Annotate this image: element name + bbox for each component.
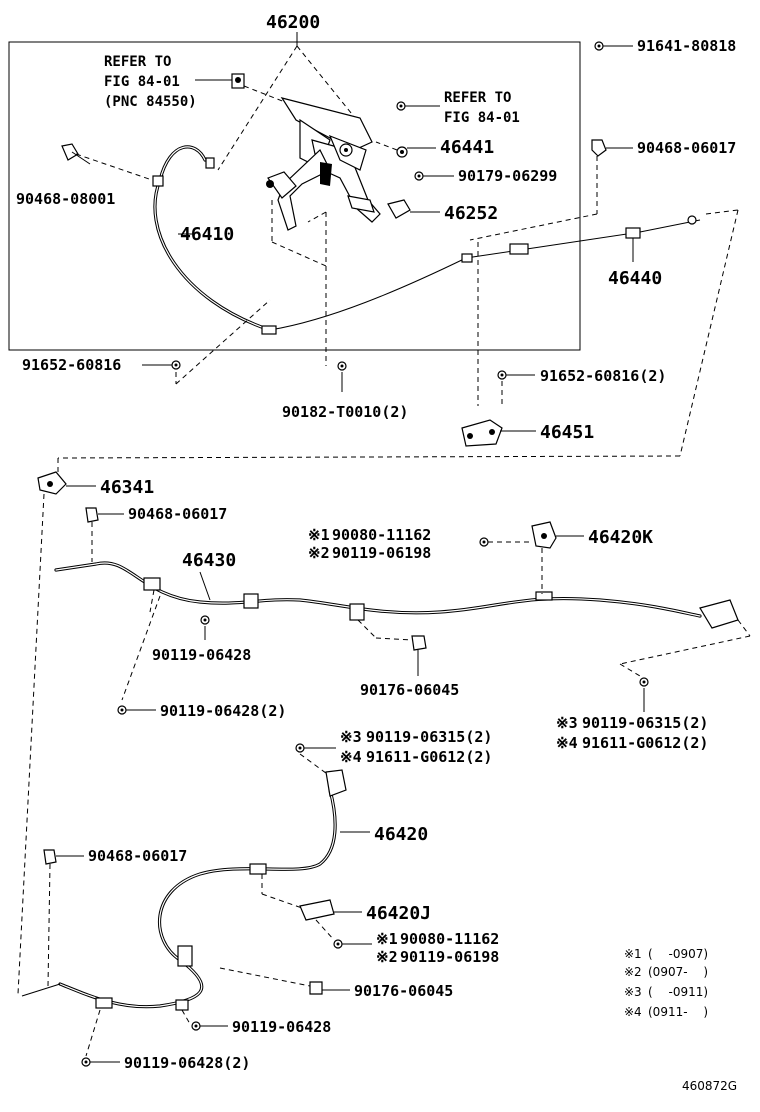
- bracket-icon: [231, 73, 245, 89]
- part-label-46341: 46341: [100, 477, 154, 498]
- bolt-icon: [479, 537, 489, 547]
- bolt-icon: [333, 939, 343, 949]
- clip-icon: [531, 521, 557, 549]
- part-label-90468-06017-mid: 90468-06017: [128, 505, 227, 523]
- svg-text:( -0907): ( -0907): [648, 947, 708, 961]
- clip-icon: [411, 635, 427, 651]
- refer-note-left: REFER TO FIG 84-01 (PNC 84550): [104, 54, 197, 110]
- part-label-46420J: 46420J: [366, 903, 431, 924]
- cable-icon: [21, 769, 347, 1011]
- part-label-46200: 46200: [266, 12, 320, 33]
- part-label-46420K: 46420K: [588, 527, 653, 548]
- alt-part-label-group-1: ※1 90080-11162 ※2 90119-06198: [308, 526, 431, 562]
- svg-text:FIG 84-01: FIG 84-01: [104, 74, 180, 90]
- part-label-46451: 46451: [540, 422, 594, 443]
- parking-brake-pedal-icon: [266, 97, 381, 231]
- svg-text:※1: ※1: [624, 947, 642, 961]
- part-label-46410: 46410: [180, 224, 234, 245]
- svg-text:(PNC 84550): (PNC 84550): [104, 94, 197, 110]
- part-label-91652-60816-left: 91652-60816: [22, 356, 121, 374]
- part-label-90176-06045-mid: 90176-06045: [360, 681, 459, 699]
- assembly-frame: [8, 41, 581, 351]
- clip-icon: [387, 199, 411, 219]
- bracket-icon: [461, 419, 503, 447]
- clip-icon: [61, 143, 79, 161]
- svg-text:( -0911): ( -0911): [648, 985, 708, 999]
- part-label-91641-80818: 91641-80818: [637, 37, 736, 55]
- svg-text:90119-06315(2): 90119-06315(2): [366, 728, 492, 746]
- bolt-icon: [117, 705, 127, 715]
- bolt-icon: [639, 677, 649, 687]
- alt-part-label-group-2: ※3 90119-06315(2) ※4 91611-G0612(2): [340, 728, 492, 766]
- part-label-90119-06428-2-mid: 90119-06428(2): [160, 702, 286, 720]
- refer-note-right: REFER TO FIG 84-01: [444, 90, 520, 126]
- part-label-90179-06299: 90179-06299: [458, 167, 557, 185]
- legend: ※1 ( -0907) ※2 (0907- ) ※3 ( -0911) ※4 (…: [624, 947, 708, 1019]
- svg-text:※4: ※4: [340, 748, 362, 766]
- alt-part-label-group-4: ※1 90080-11162 ※2 90119-06198: [376, 930, 499, 966]
- part-label-90119-06428-2-bottom: 90119-06428(2): [124, 1054, 250, 1072]
- svg-text:※2: ※2: [308, 544, 330, 562]
- svg-text:REFER TO: REFER TO: [444, 90, 511, 106]
- clip-icon: [591, 139, 607, 157]
- svg-text:※3: ※3: [340, 728, 362, 746]
- bolt-icon: [81, 1057, 91, 1067]
- svg-text:90119-06315(2): 90119-06315(2): [582, 714, 708, 732]
- cable-icon: [461, 215, 701, 263]
- part-label-90176-06045-bottom: 90176-06045: [354, 982, 453, 1000]
- clip-icon: [309, 981, 323, 995]
- bolt-icon: [396, 101, 406, 111]
- bolt-icon: [295, 743, 305, 753]
- part-label-90119-06428-mid: 90119-06428: [152, 646, 251, 664]
- alt-part-label-group-3: ※3 90119-06315(2) ※4 91611-G0612(2): [556, 714, 708, 752]
- part-label-90119-06428-bottom: 90119-06428: [232, 1018, 331, 1036]
- svg-text:※2: ※2: [624, 965, 642, 979]
- svg-text:REFER TO: REFER TO: [104, 54, 171, 70]
- cable-icon: [54, 561, 739, 629]
- bolt-icon: [200, 615, 210, 625]
- clip-icon: [85, 507, 99, 523]
- part-label-46441: 46441: [440, 137, 494, 158]
- part-label-46252: 46252: [444, 203, 498, 224]
- part-label-46420: 46420: [374, 824, 428, 845]
- svg-text:(0911- ): (0911- ): [648, 1005, 708, 1019]
- bolt-icon: [337, 361, 347, 371]
- svg-text:※3: ※3: [556, 714, 578, 732]
- svg-text:91611-G0612(2): 91611-G0612(2): [582, 734, 708, 752]
- svg-text:FIG 84-01: FIG 84-01: [444, 110, 520, 126]
- svg-text:※1: ※1: [376, 930, 398, 948]
- bolt-icon: [414, 171, 424, 181]
- svg-text:(0907- ): (0907- ): [648, 965, 708, 979]
- part-label-90468-08001: 90468-08001: [16, 190, 115, 208]
- cable-icon: [152, 145, 467, 335]
- svg-text:※1: ※1: [308, 526, 330, 544]
- part-label-46430: 46430: [182, 550, 236, 571]
- part-label-91652-60816-right: 91652-60816(2): [540, 367, 666, 385]
- svg-text:90080-11162: 90080-11162: [332, 526, 431, 544]
- bolt-icon: [396, 146, 408, 158]
- bolt-icon: [594, 41, 604, 51]
- part-label-46440: 46440: [608, 268, 662, 289]
- svg-text:91611-G0612(2): 91611-G0612(2): [366, 748, 492, 766]
- svg-text:90119-06198: 90119-06198: [332, 544, 431, 562]
- svg-text:※2: ※2: [376, 948, 398, 966]
- bolt-icon: [191, 1021, 201, 1031]
- bolt-icon: [171, 360, 181, 370]
- svg-text:90080-11162: 90080-11162: [400, 930, 499, 948]
- svg-text:※4: ※4: [556, 734, 578, 752]
- svg-text:※4: ※4: [624, 1005, 642, 1019]
- part-label-90468-06017-top: 90468-06017: [637, 139, 736, 157]
- part-label-90182-T0010: 90182-T0010(2): [282, 403, 408, 421]
- bracket-icon: [37, 471, 67, 495]
- figure-code: 460872G: [682, 1079, 737, 1093]
- clip-icon: [299, 899, 335, 921]
- svg-text:※3: ※3: [624, 985, 642, 999]
- svg-text:90119-06198: 90119-06198: [400, 948, 499, 966]
- bolt-icon: [497, 370, 507, 380]
- part-label-90468-06017-bottom: 90468-06017: [88, 847, 187, 865]
- clip-icon: [43, 849, 57, 865]
